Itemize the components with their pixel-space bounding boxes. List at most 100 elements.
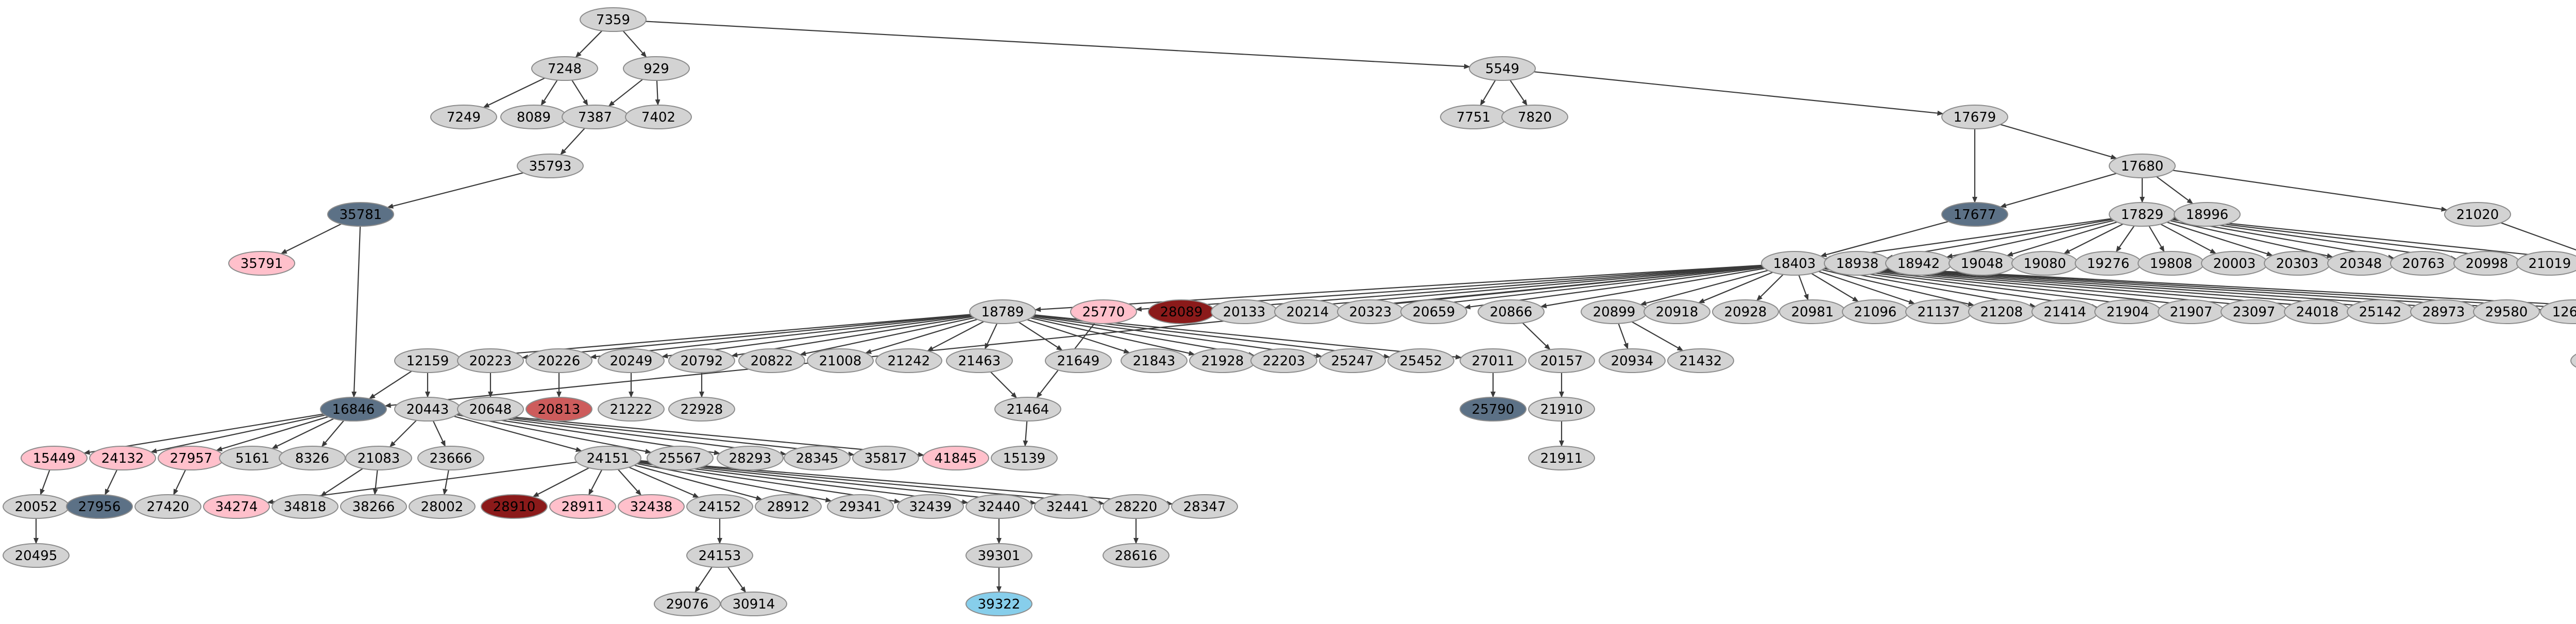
node-21019: 21019 [2516, 251, 2576, 276]
edge-18403-20928 [1756, 274, 1784, 301]
node-21432: 21432 [1667, 348, 1734, 373]
edge-18789-21242 [927, 321, 985, 352]
node-25790: 25790 [1460, 397, 1527, 421]
node-21414: 21414 [2031, 299, 2098, 324]
edge-20443-35817 [459, 412, 855, 457]
edge-18403-21907 [1825, 266, 2161, 310]
node-ellipse-21843 [1121, 348, 1188, 373]
node-ellipse-21242 [875, 348, 942, 373]
edge-18403-21096 [1811, 273, 1859, 302]
node-ellipse-20981 [1779, 299, 1846, 324]
node-17679: 17679 [1941, 105, 2008, 129]
node-20249: 20249 [598, 348, 665, 373]
edge-16846-5161 [272, 418, 334, 449]
node-ellipse-20813 [526, 397, 592, 421]
edge-7248-8089 [540, 79, 558, 106]
node-35793: 35793 [517, 154, 584, 178]
node-ellipse-39301 [965, 543, 1032, 568]
edge-18403-20866 [1540, 267, 1765, 309]
node-32441: 32441 [1034, 494, 1101, 519]
edge-18403-21208 [1822, 269, 1975, 307]
edge-18789-20822 [800, 317, 975, 356]
node-7249: 7249 [430, 105, 497, 129]
node-ellipse-28220 [1103, 494, 1170, 519]
node-25142: 25142 [2347, 299, 2414, 324]
node-28912: 28912 [755, 494, 822, 519]
node-ellipse-35817 [852, 446, 919, 470]
node-ellipse-21910 [1528, 397, 1595, 421]
node-ellipse-25567 [647, 446, 714, 470]
edge-17829-19808 [2148, 225, 2165, 252]
node-ellipse-35781 [327, 202, 394, 227]
node-7248: 7248 [531, 56, 598, 81]
node-32440: 32440 [965, 494, 1032, 519]
node-15449: 15449 [21, 446, 88, 470]
edge-21464-15139 [1023, 420, 1028, 447]
node-ellipse-22928 [668, 397, 735, 421]
node-28347: 28347 [1171, 494, 1238, 519]
node-ellipse-28616 [1103, 543, 1170, 568]
node-ellipse-20648 [457, 397, 524, 421]
node-ellipse-28089 [1148, 299, 1215, 324]
edge-20443-24151 [453, 415, 582, 452]
node-ellipse-34274 [203, 494, 270, 519]
node-21222: 21222 [598, 397, 665, 421]
node-ellipse-19808 [2138, 251, 2205, 276]
edge-24151-29341 [637, 463, 832, 503]
node-ellipse-21649 [1045, 348, 1112, 373]
node-ellipse-28002 [409, 494, 476, 519]
edge-5549-17679 [1534, 71, 1944, 116]
edge-24151-28912 [634, 464, 762, 501]
edge-24151-32441 [639, 461, 1037, 505]
node-41845: 41845 [922, 446, 989, 470]
edge-35781-35791 [280, 223, 342, 255]
node-20659: 20659 [1400, 299, 1467, 324]
edge-20443-23666 [432, 420, 446, 447]
edge-17680-21020 [2173, 170, 2448, 212]
node-ellipse-28973 [2410, 299, 2477, 324]
node-35817: 35817 [852, 446, 919, 470]
edge-35781-16846 [351, 226, 361, 398]
edge-18789-21008 [865, 318, 978, 354]
edge-15449-20052 [40, 469, 50, 496]
edge-929-7402 [655, 80, 660, 106]
edge-24132-27956 [104, 469, 118, 496]
node-20792: 20792 [668, 348, 735, 373]
node-ellipse-27011 [1460, 348, 1527, 373]
node-ellipse-20249 [598, 348, 665, 373]
node-7387: 7387 [562, 105, 629, 129]
node-ellipse-28910 [481, 494, 548, 519]
edge-7387-35793 [560, 128, 585, 155]
node-ellipse-23097 [2221, 299, 2287, 324]
node-ellipse-20323 [1337, 299, 1404, 324]
node-32439: 32439 [897, 494, 964, 519]
edge-24151-28220 [639, 460, 1105, 506]
node-ellipse-20998 [2453, 251, 2520, 276]
node-ellipse-21432 [1667, 348, 1734, 373]
node-18789: 18789 [969, 299, 1036, 324]
node-ellipse-21137 [1905, 299, 1972, 324]
node-ellipse-39322 [965, 592, 1032, 616]
edge-7359-7248 [575, 30, 603, 58]
node-20323: 20323 [1337, 299, 1404, 324]
node-ellipse-20443 [394, 397, 461, 421]
node-20813: 20813 [526, 397, 592, 421]
node-ellipse-20934 [1599, 348, 1666, 373]
node-ellipse-12691 [2540, 299, 2576, 324]
node-24018: 24018 [2284, 299, 2351, 324]
node-ellipse-20003 [2201, 251, 2268, 276]
node-12159: 12159 [394, 348, 461, 373]
node-ellipse-20348 [2327, 251, 2394, 276]
node-24153: 24153 [686, 543, 753, 568]
node-27957: 27957 [158, 446, 225, 470]
node-ellipse-16846 [320, 397, 387, 421]
node-ellipse-8326 [279, 446, 346, 470]
node-ellipse-24151 [574, 446, 641, 470]
node-ellipse-18996 [2174, 202, 2241, 227]
node-30914: 30914 [720, 592, 787, 616]
node-17677: 17677 [1941, 202, 2008, 227]
edge-17829-18403 [1824, 218, 2112, 261]
edge-18403-16846 [384, 266, 1763, 408]
